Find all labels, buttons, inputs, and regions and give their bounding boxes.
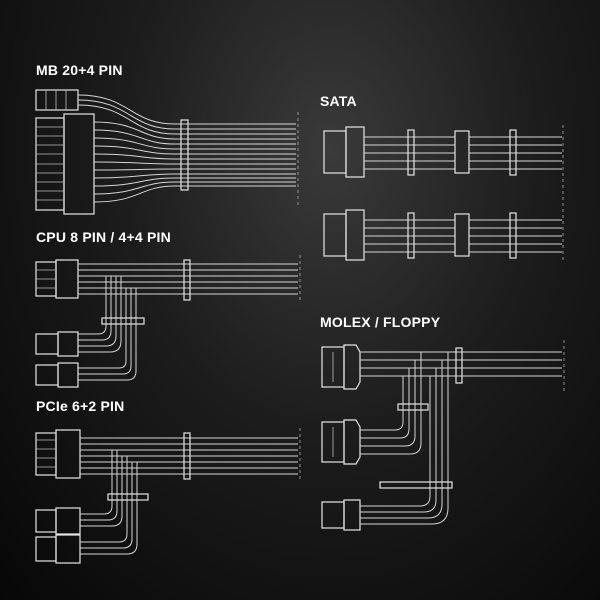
molex-floppy-label: MOLEX / FLOPPY [320,314,441,330]
sata-connector-1 [323,130,347,174]
sata-inline-connector-1 [454,130,470,174]
sata-inline-connector-2 [454,213,470,257]
cpu-4pin-connector-2 [57,362,79,388]
sata-connector-2 [323,213,347,257]
cpu-8pin-connector [55,259,79,299]
cpu-4pin-connector-1 [57,331,79,357]
pcie-cable-group [35,428,301,564]
molex-cable-group [321,340,565,531]
mb-4pin-connector [35,89,79,111]
sata-label: SATA [320,93,357,109]
cpu-cable-group [35,255,301,388]
sata-cable-group [323,125,564,262]
floppy-connector [321,501,345,529]
pcie-main-connector [55,429,81,479]
cpu-8-pin-label: CPU 8 PIN / 4+4 PIN [36,229,171,245]
pcie-6pin-connector [55,534,81,564]
pcie-2pin-connector [55,507,81,535]
mb-cable-group [35,89,299,215]
mb-cable-comb [180,119,189,191]
mb-pin-dividers [36,126,64,201]
pcie-6-2-pin-label: PCIe 6+2 PIN [36,398,125,414]
mb-20-4-pin-label: MB 20+4 PIN [36,62,123,78]
